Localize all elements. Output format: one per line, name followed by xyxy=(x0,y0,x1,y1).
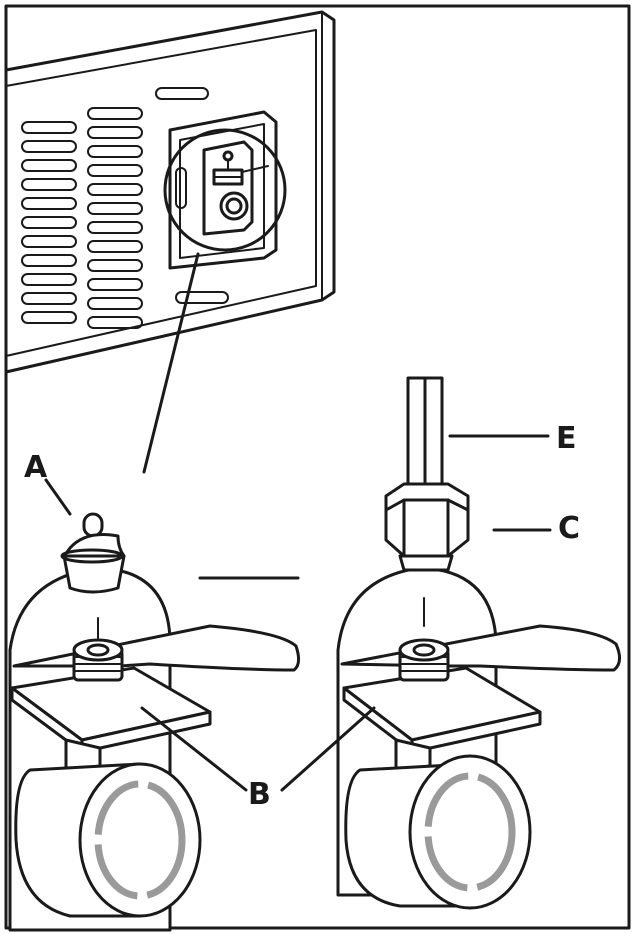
right-threaded-nipple xyxy=(398,638,450,682)
vent-slot-bottom xyxy=(175,291,229,304)
right-valve xyxy=(336,566,621,910)
right-valve-cylinder xyxy=(344,754,532,910)
vent-slot-top xyxy=(155,87,209,100)
label-b-leader-left xyxy=(140,706,248,792)
magnifier-leader-line xyxy=(142,252,200,474)
panel-connector-fitting xyxy=(175,140,269,236)
label-a-leader xyxy=(44,478,72,516)
diagram-frame xyxy=(4,4,631,930)
vent-slots-middle xyxy=(87,107,143,329)
label-b-leader-right xyxy=(280,706,376,792)
vent-slots-left xyxy=(21,121,77,324)
cap-a xyxy=(60,512,126,594)
left-valve-cylinder xyxy=(14,762,202,918)
hose-e xyxy=(406,376,444,504)
label-a: A xyxy=(24,450,48,485)
magnifier-circle xyxy=(163,128,287,252)
left-threaded-nipple xyxy=(72,638,124,682)
label-b: B xyxy=(248,777,271,812)
label-c: C xyxy=(558,511,580,546)
label-e: E xyxy=(556,421,577,456)
left-valve xyxy=(8,566,301,932)
hex-nut-c xyxy=(384,482,470,572)
appliance-panel xyxy=(4,10,336,374)
